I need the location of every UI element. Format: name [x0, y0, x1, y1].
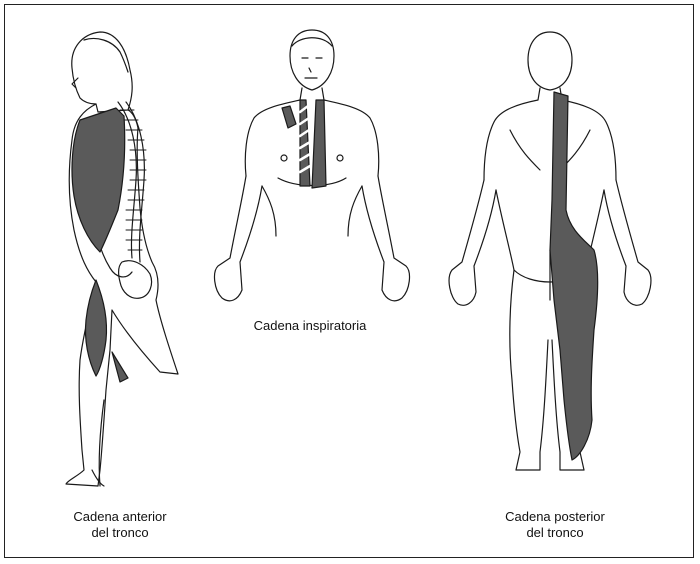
caption-posterior-line2: del tronco [526, 525, 584, 540]
caption-posterior-line1: Cadena posterior [505, 509, 605, 524]
caption-inspiratory-chain: Cadena inspiratoria [230, 318, 390, 334]
caption-anterior-line1: Cadena anterior [73, 509, 167, 524]
caption-anterior-line2: del tronco [91, 525, 149, 540]
figure-side-view [65, 31, 179, 487]
caption-posterior-trunk-chain: Cadena posterior del tronco [470, 509, 640, 541]
caption-anterior-trunk-chain: Cadena anterior del tronco [40, 509, 200, 541]
figure-back-view [448, 31, 652, 471]
caption-inspiratoria-line: Cadena inspiratoria [253, 318, 367, 333]
figure-front-view [213, 29, 411, 302]
